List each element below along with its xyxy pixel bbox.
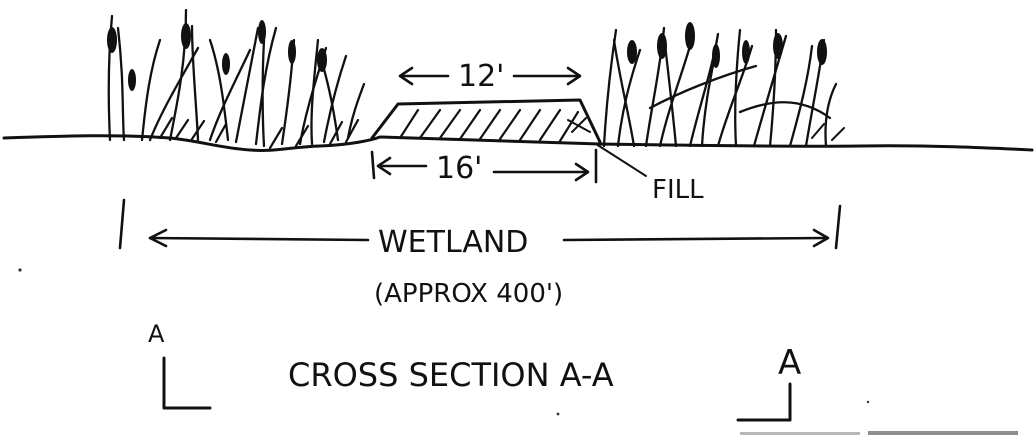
top-width-dimension: [398, 66, 582, 86]
ground-line: [2, 134, 1034, 152]
right-cattails: [602, 26, 838, 148]
base-width-label: 16': [436, 151, 482, 186]
wetland-label: WETLAND: [378, 225, 528, 260]
left-cattails: [107, 8, 366, 148]
fill-berm: [370, 98, 602, 144]
wetland-dimension: [118, 198, 842, 250]
top-width-label: 12': [458, 59, 504, 94]
scan-noise: [18, 268, 1018, 435]
wetland-approx-label: (APPROX 400'): [374, 279, 563, 309]
section-marker-left: [162, 356, 212, 410]
fill-label: FILL: [652, 175, 704, 205]
cross-section-title: CROSS SECTION A-A: [288, 356, 614, 394]
right-ground-marks: [567, 117, 845, 177]
section-marker-right-letter: A: [778, 343, 801, 383]
right-cattail-heads: [627, 22, 827, 68]
section-marker-right: [736, 382, 792, 422]
section-marker-left-letter: A: [148, 320, 165, 348]
left-cattail-heads: [107, 20, 327, 91]
base-width-dimension: [370, 148, 598, 184]
berm-hatching: [398, 108, 580, 143]
